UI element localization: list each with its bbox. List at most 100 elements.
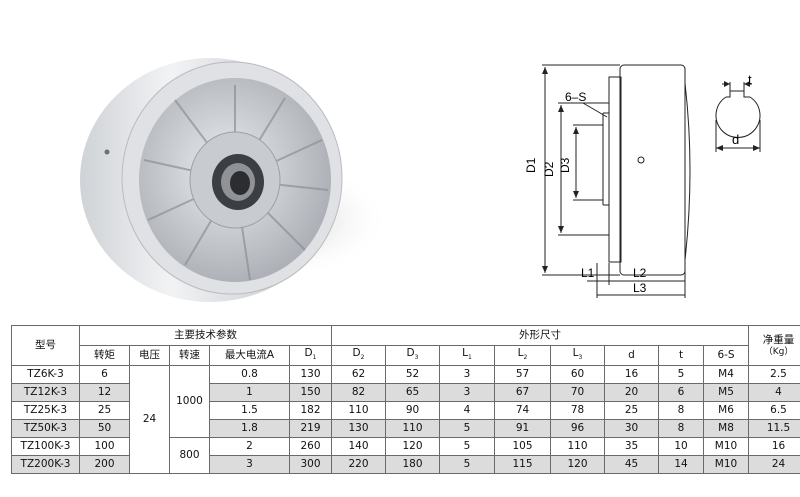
head-d3-letter: D bbox=[406, 347, 415, 359]
cell-6s: M4 bbox=[703, 365, 750, 385]
cell-weight: 2.5 bbox=[748, 365, 800, 385]
cell-torque: 12 bbox=[79, 383, 130, 403]
cell-d: 20 bbox=[604, 383, 660, 403]
cell-torque: 200 bbox=[79, 455, 130, 475]
cell-l1: 5 bbox=[439, 455, 496, 475]
cell-weight: 24 bbox=[748, 455, 800, 475]
head-l1-sub: 1 bbox=[468, 354, 472, 362]
cell-d2: 220 bbox=[331, 455, 387, 475]
head-d1-letter: D bbox=[304, 347, 313, 359]
cell-t: 5 bbox=[658, 365, 705, 385]
cell-model: TZ100K-3 bbox=[11, 437, 80, 457]
head-weight: 净重量 （Kg） bbox=[748, 324, 800, 367]
dimension-drawing: 6–S D1 D2 D3 L1 L2 L3 bbox=[524, 64, 691, 298]
cell-t: 10 bbox=[658, 437, 705, 457]
cell-l2: 67 bbox=[494, 383, 552, 403]
cell-speed: 1000 bbox=[169, 365, 210, 439]
cell-t: 14 bbox=[658, 455, 705, 475]
head-l3-letter: L bbox=[572, 347, 579, 359]
cell-model: TZ25K-3 bbox=[11, 401, 80, 421]
cell-t: 6 bbox=[658, 383, 705, 403]
cell-l2: 115 bbox=[494, 455, 552, 475]
head-l2-sub: 2 bbox=[523, 354, 528, 362]
cell-current: 1.5 bbox=[209, 401, 290, 421]
head-main-params: 主要技术参数 bbox=[78, 325, 333, 346]
cell-l3: 96 bbox=[550, 419, 606, 439]
head-t: t bbox=[658, 344, 705, 367]
head-d1-sub: 1 bbox=[312, 354, 317, 362]
head-d3: D3 bbox=[385, 344, 441, 367]
cell-current: 1 bbox=[209, 383, 290, 403]
cell-current: 2 bbox=[209, 437, 290, 457]
head-6s: 6-S bbox=[703, 344, 750, 367]
table-row: TZ200K-3 200 3 300 220 180 5 115 120 45 … bbox=[11, 455, 800, 475]
head-model: 型号 bbox=[11, 324, 80, 367]
cell-torque: 50 bbox=[79, 419, 130, 439]
cell-l3: 70 bbox=[550, 383, 606, 403]
head-max-current: 最大电流A bbox=[209, 344, 290, 367]
cell-model: TZ12K-3 bbox=[11, 383, 80, 403]
cell-d: 35 bbox=[604, 437, 660, 457]
label-6s: 6–S bbox=[565, 90, 586, 104]
head-speed: 转速 bbox=[169, 344, 210, 367]
product-photo bbox=[80, 58, 390, 302]
cell-t: 8 bbox=[658, 401, 705, 421]
cell-model: TZ200K-3 bbox=[11, 455, 80, 475]
cell-d3: 52 bbox=[385, 365, 441, 385]
spec-table: 型号 主要技术参数 外形尺寸 净重量 （Kg） 转矩 电压 转速 最大电流A D… bbox=[11, 324, 800, 475]
label-d2: D2 bbox=[542, 161, 556, 177]
cell-current: 1.8 bbox=[209, 419, 290, 439]
table-row: TZ6K-3 6 24 1000 0.8 130 62 52 3 57 60 1… bbox=[11, 365, 800, 475]
cell-weight: 16 bbox=[748, 437, 800, 457]
cell-l2: 105 bbox=[494, 437, 552, 457]
cell-d1: 300 bbox=[288, 455, 333, 475]
cell-l1: 4 bbox=[439, 401, 496, 421]
cell-l1: 3 bbox=[439, 383, 496, 403]
cell-speed: 800 bbox=[169, 437, 210, 475]
cell-weight: 11.5 bbox=[748, 419, 800, 439]
cell-6s: M8 bbox=[703, 419, 750, 439]
header-row-2: 转矩 电压 转速 最大电流A D1 D2 D3 L1 L2 L3 d t 6-S bbox=[12, 344, 800, 367]
head-l3-sub: 3 bbox=[578, 354, 583, 362]
head-d2-sub: 2 bbox=[360, 354, 365, 362]
cell-current: 3 bbox=[209, 455, 290, 475]
cell-l2: 57 bbox=[494, 365, 552, 385]
head-voltage: 电压 bbox=[129, 344, 170, 367]
cell-current: 0.8 bbox=[209, 365, 290, 385]
cell-torque: 25 bbox=[79, 401, 130, 421]
cell-l2: 91 bbox=[494, 419, 552, 439]
cell-d1: 182 bbox=[288, 401, 333, 421]
cell-6s: M10 bbox=[703, 455, 750, 475]
cell-d3: 120 bbox=[385, 437, 441, 457]
cell-d3: 110 bbox=[385, 419, 441, 439]
cell-6s: M10 bbox=[703, 437, 750, 457]
label-l2: L2 bbox=[633, 266, 647, 280]
cell-weight: 6.5 bbox=[748, 401, 800, 421]
cell-d: 25 bbox=[604, 401, 660, 421]
header-row-1: 型号 主要技术参数 外形尺寸 净重量 （Kg） bbox=[11, 324, 800, 367]
cell-6s: M6 bbox=[703, 401, 750, 421]
head-weight-unit: （Kg） bbox=[763, 346, 794, 357]
label-d: d bbox=[732, 132, 739, 147]
cell-d2: 130 bbox=[331, 419, 387, 439]
label-d1: D1 bbox=[524, 157, 538, 173]
cell-d1: 219 bbox=[288, 419, 333, 439]
cell-torque: 100 bbox=[79, 437, 130, 457]
cell-weight: 4 bbox=[748, 383, 800, 403]
head-dimensions: 外形尺寸 bbox=[331, 325, 750, 346]
cell-l1: 3 bbox=[439, 365, 496, 385]
cell-d1: 260 bbox=[288, 437, 333, 457]
cell-l3: 110 bbox=[550, 437, 606, 457]
keyway-detail: t d bbox=[715, 72, 761, 152]
head-d3-sub: 3 bbox=[414, 354, 419, 362]
cell-d2: 82 bbox=[331, 383, 387, 403]
cell-d: 30 bbox=[604, 419, 660, 439]
cell-torque: 6 bbox=[79, 365, 130, 385]
cell-voltage: 24 bbox=[129, 365, 170, 475]
cell-l1: 5 bbox=[439, 437, 496, 457]
head-d: d bbox=[604, 344, 660, 367]
table-row: TZ50K-3 50 1.8 219 130 110 5 91 96 30 8 … bbox=[11, 419, 800, 439]
cell-d3: 65 bbox=[385, 383, 441, 403]
label-l3: L3 bbox=[633, 281, 647, 295]
cell-l2: 74 bbox=[494, 401, 552, 421]
